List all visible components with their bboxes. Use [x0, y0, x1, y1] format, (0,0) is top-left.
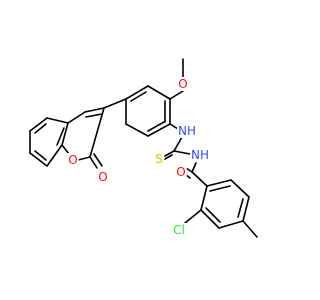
bond	[130, 91, 147, 102]
atom-label-thione-sulfur: S	[155, 152, 163, 166]
bond	[34, 150, 47, 161]
bond	[29, 117, 48, 132]
bond	[191, 171, 208, 187]
bond	[169, 123, 179, 130]
bond	[29, 152, 48, 167]
bond	[67, 111, 86, 124]
methoxy-oxygen-atom: O	[177, 77, 189, 91]
atom-label-backing	[190, 148, 210, 162]
bond	[125, 123, 149, 137]
bond-layer	[29, 58, 258, 238]
atom-label-bottom-nitrogen: NH	[191, 148, 209, 162]
atom-label-backing	[97, 170, 109, 184]
bond	[77, 156, 91, 161]
bond	[46, 117, 69, 124]
molecule-diagram: O NH NH S O Cl O O	[0, 0, 300, 300]
atom-label-backing	[154, 152, 164, 166]
bond	[169, 90, 184, 100]
bond	[237, 198, 244, 218]
bond	[93, 153, 103, 167]
bond	[173, 136, 183, 152]
atom-label-amide-oxygen: O	[176, 165, 185, 179]
bond	[89, 156, 98, 169]
ring-oxygen-atom: O	[67, 153, 79, 167]
lactone-oxygen-atom: O	[97, 170, 109, 184]
bond	[84, 107, 105, 113]
bond	[147, 85, 171, 100]
bond	[206, 179, 232, 187]
thione-sulfur-atom: S	[154, 152, 164, 166]
bond	[61, 122, 69, 146]
atom-label-chlorine: Cl	[173, 223, 185, 237]
bond	[185, 167, 193, 173]
bond	[164, 154, 173, 160]
bond	[184, 209, 202, 224]
bond	[85, 113, 103, 118]
bond	[191, 162, 197, 173]
bond	[230, 179, 250, 198]
bond	[61, 144, 70, 155]
bond	[209, 185, 231, 192]
bond	[147, 121, 165, 132]
bond	[56, 127, 65, 146]
amide-oxygen-atom: O	[175, 165, 187, 179]
atom-label-backing	[175, 165, 187, 179]
bond	[46, 144, 63, 167]
atom-label-backing	[67, 153, 79, 167]
bond	[34, 123, 47, 134]
bond	[200, 209, 220, 229]
atom-label-backing	[177, 124, 197, 138]
atom-label-lactone-oxygen: O	[98, 170, 107, 184]
bond	[205, 207, 221, 223]
background	[0, 0, 300, 300]
bond	[242, 196, 250, 222]
bond	[164, 150, 175, 157]
atom-label-top-nitrogen: NH	[178, 124, 196, 138]
bond	[89, 107, 105, 158]
top-nitrogen-atom: NH	[177, 124, 197, 138]
bond	[218, 220, 244, 229]
chlorine-atom: Cl	[172, 223, 186, 237]
atom-label-methoxy-oxygen: O	[178, 77, 187, 91]
atom-label-ring-oxygen: O	[68, 153, 77, 167]
bond	[147, 123, 171, 137]
bottom-nitrogen-atom: NH	[190, 148, 210, 162]
atom-label-backing	[177, 77, 189, 91]
bond	[125, 85, 149, 100]
bond	[103, 98, 127, 109]
atom-label-backing	[172, 223, 186, 237]
atom-label-layer: O NH NH S O Cl O O	[67, 77, 210, 237]
bond	[200, 185, 208, 211]
bond	[242, 220, 258, 238]
bond	[173, 150, 191, 155]
